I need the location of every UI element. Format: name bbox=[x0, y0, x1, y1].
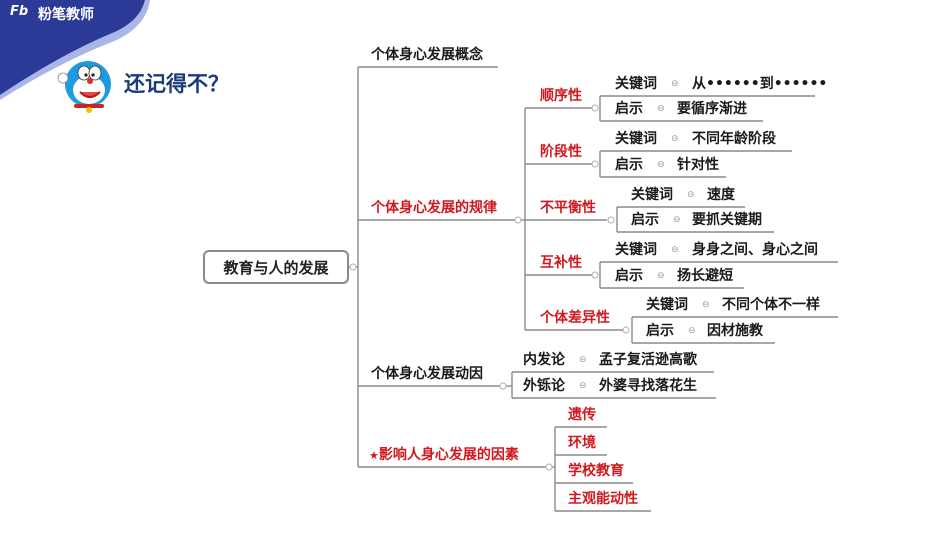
law-1-keyword: 从••••••到•••••• bbox=[692, 76, 828, 92]
law-2-insight-label: 启示 bbox=[615, 157, 643, 173]
separator-icon: ⊖ bbox=[579, 355, 587, 365]
factor-1[interactable]: 遗传 bbox=[568, 407, 596, 423]
law-3-keyword: 速度 bbox=[707, 187, 735, 203]
law-2-keyword: 不同年龄阶段 bbox=[692, 131, 776, 147]
law-4-keyword: 身身之间、身心之间 bbox=[692, 242, 818, 258]
law-5-keyword: 不同个体不一样 bbox=[722, 297, 820, 313]
law-4-keyword-label: 关键词 bbox=[615, 242, 657, 258]
separator-icon: ⊖ bbox=[687, 190, 695, 200]
root-collapse-icon bbox=[349, 263, 357, 271]
separator-icon: ⊖ bbox=[671, 79, 679, 89]
law-3-insight: 要抓关键期 bbox=[692, 212, 762, 228]
law-3-insight-label: 启示 bbox=[631, 212, 659, 228]
brand-banner bbox=[0, 0, 145, 95]
node-factors[interactable]: ★影响人身心发展的因素 bbox=[369, 447, 519, 464]
law-4-insight: 扬长避短 bbox=[677, 268, 733, 284]
brand-banner-accent bbox=[0, 0, 150, 100]
law-2-keyword-label: 关键词 bbox=[615, 131, 657, 147]
motive-2-value: 外婆寻找落花生 bbox=[599, 378, 697, 394]
separator-icon: ⊖ bbox=[657, 271, 665, 281]
law-1-insight-label: 启示 bbox=[615, 101, 643, 117]
node-law-4[interactable]: 互补性 bbox=[540, 255, 582, 271]
star-icon: ★ bbox=[369, 449, 379, 462]
separator-icon: ⊖ bbox=[673, 215, 681, 225]
motive-1-label[interactable]: 内发论 bbox=[523, 352, 565, 368]
brand-logo-mark: Fb bbox=[10, 4, 29, 19]
factor-2[interactable]: 环境 bbox=[568, 435, 596, 451]
page-title: 还记得不？ bbox=[124, 72, 229, 96]
factor-3[interactable]: 学校教育 bbox=[568, 463, 624, 479]
node-law-3[interactable]: 不平衡性 bbox=[540, 200, 596, 216]
node-law-1[interactable]: 顺序性 bbox=[540, 88, 582, 104]
law-1-insight: 要循序渐进 bbox=[677, 101, 747, 117]
law-5-insight: 因材施教 bbox=[707, 323, 763, 339]
factor-4[interactable]: 主观能动性 bbox=[568, 491, 638, 507]
brand-name: 粉笔教师 bbox=[38, 7, 94, 23]
separator-icon: ⊖ bbox=[702, 300, 710, 310]
motive-2-label[interactable]: 外铄论 bbox=[523, 378, 565, 394]
node-motives[interactable]: 个体身心发展动因 bbox=[371, 366, 483, 382]
law-1-keyword-label: 关键词 bbox=[615, 76, 657, 92]
motive-1-value: 孟子复活逊高歌 bbox=[599, 352, 697, 368]
mascot-icon bbox=[57, 61, 111, 113]
node-law-5[interactable]: 个体差异性 bbox=[540, 310, 610, 326]
separator-icon: ⊖ bbox=[579, 381, 587, 391]
node-law-2[interactable]: 阶段性 bbox=[540, 144, 582, 160]
law-2-insight: 针对性 bbox=[677, 157, 719, 173]
law-5-insight-label: 启示 bbox=[646, 323, 674, 339]
node-concept[interactable]: 个体身心发展概念 bbox=[371, 47, 483, 63]
separator-icon: ⊖ bbox=[657, 104, 665, 114]
law-4-insight-label: 启示 bbox=[615, 268, 643, 284]
law-3-keyword-label: 关键词 bbox=[631, 187, 673, 203]
separator-icon: ⊖ bbox=[657, 160, 665, 170]
node-factors-label: 影响人身心发展的因素 bbox=[378, 447, 519, 463]
separator-icon: ⊖ bbox=[671, 245, 679, 255]
separator-icon: ⊖ bbox=[688, 326, 696, 336]
node-laws[interactable]: 个体身心发展的规律 bbox=[371, 200, 497, 216]
mindmap-root[interactable]: 教育与人的发展 bbox=[203, 250, 349, 284]
law-5-keyword-label: 关键词 bbox=[646, 297, 688, 313]
separator-icon: ⊖ bbox=[671, 134, 679, 144]
